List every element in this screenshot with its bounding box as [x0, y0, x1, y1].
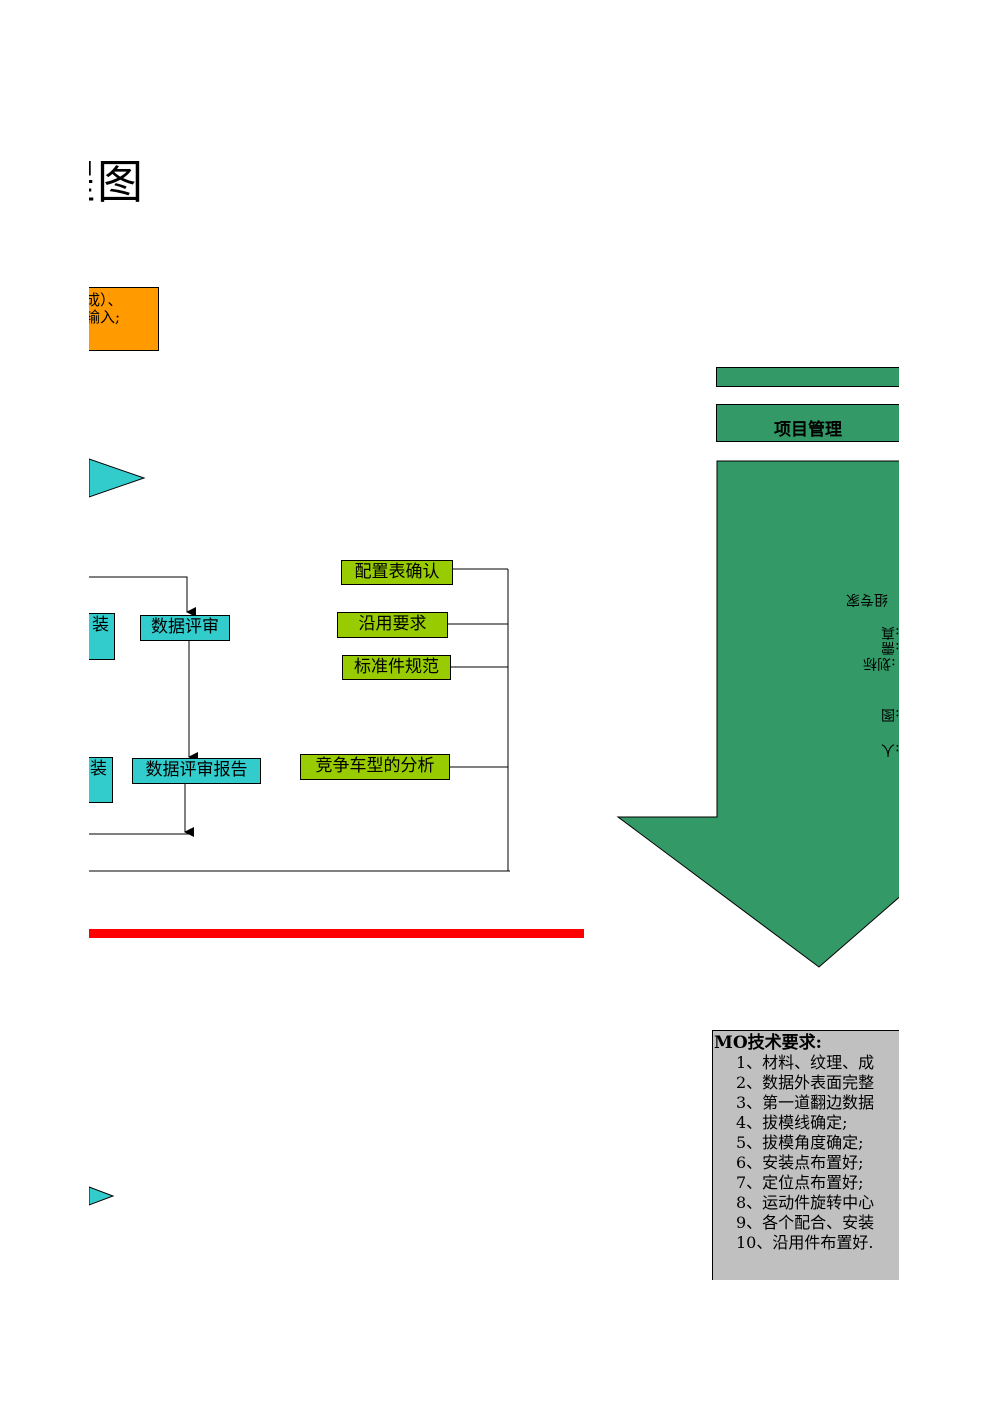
data-review-box: 数据评审 — [140, 615, 230, 641]
mo-item: 2、数据外表面完整 — [736, 1073, 875, 1092]
mo-item: 10、沿用件布置好. — [736, 1233, 874, 1252]
green-header-bar — [716, 367, 899, 387]
standard-parts-box: 标准件规范 — [342, 655, 451, 680]
project-management-label: 项目管理 — [716, 404, 899, 442]
mo-item: 6、安装点布置好; — [736, 1153, 864, 1172]
mo-item: 7、定位点布置好; — [736, 1173, 864, 1192]
mo-item: 5、拔模角度确定; — [736, 1133, 864, 1152]
carryover-requirement-box: 沿用要求 — [337, 612, 448, 638]
line-top-feed — [89, 576, 196, 617]
arrow-text-fragment: :图 — [881, 706, 899, 722]
page-title: 程图 — [89, 155, 145, 209]
config-confirm-box: 配置表确认 — [341, 560, 453, 585]
mo-item: 4、拔模线确定; — [736, 1113, 848, 1132]
mo-item: 3、第一道翻边数据 — [736, 1093, 875, 1112]
arrow-text-fragment: :人 — [881, 741, 899, 757]
cyan-triangle-top — [89, 458, 146, 498]
diagram-canvas: 程图 完成）、 求输入; 装 数据评审 装 数据评审报告 配置表确认 沿用要求 — [89, 0, 899, 1403]
arrow-text-fragment: :划标 — [863, 655, 896, 671]
red-divider-bar — [89, 929, 584, 938]
mo-requirements-panel: MO技术要求: 1、材料、纹理、成 2、数据外表面完整 3、第一道翻边数据 4、… — [712, 1030, 899, 1280]
big-green-down-arrow — [616, 460, 899, 968]
mo-item: 9、各个配合、安装 — [736, 1213, 875, 1232]
arrow-text-fragment: 组专家 — [846, 591, 888, 607]
mo-heading: MO技术要求: — [714, 1033, 822, 1053]
data-review-report-box: 数据评审报告 — [132, 758, 261, 784]
connector-lines — [89, 458, 899, 1206]
orange-input-box: 完成）、 求输入; — [89, 287, 159, 351]
assembly-box-bottom: 装 — [89, 757, 113, 803]
cyan-triangle-bottom — [89, 1186, 115, 1206]
assembly-box-top: 装 — [89, 613, 115, 660]
mo-item: 8、运动件旋转中心 — [736, 1193, 875, 1212]
competitor-analysis-box: 竞争车型的分析 — [300, 754, 450, 780]
mo-item: 1、材料、纹理、成 — [736, 1053, 875, 1072]
